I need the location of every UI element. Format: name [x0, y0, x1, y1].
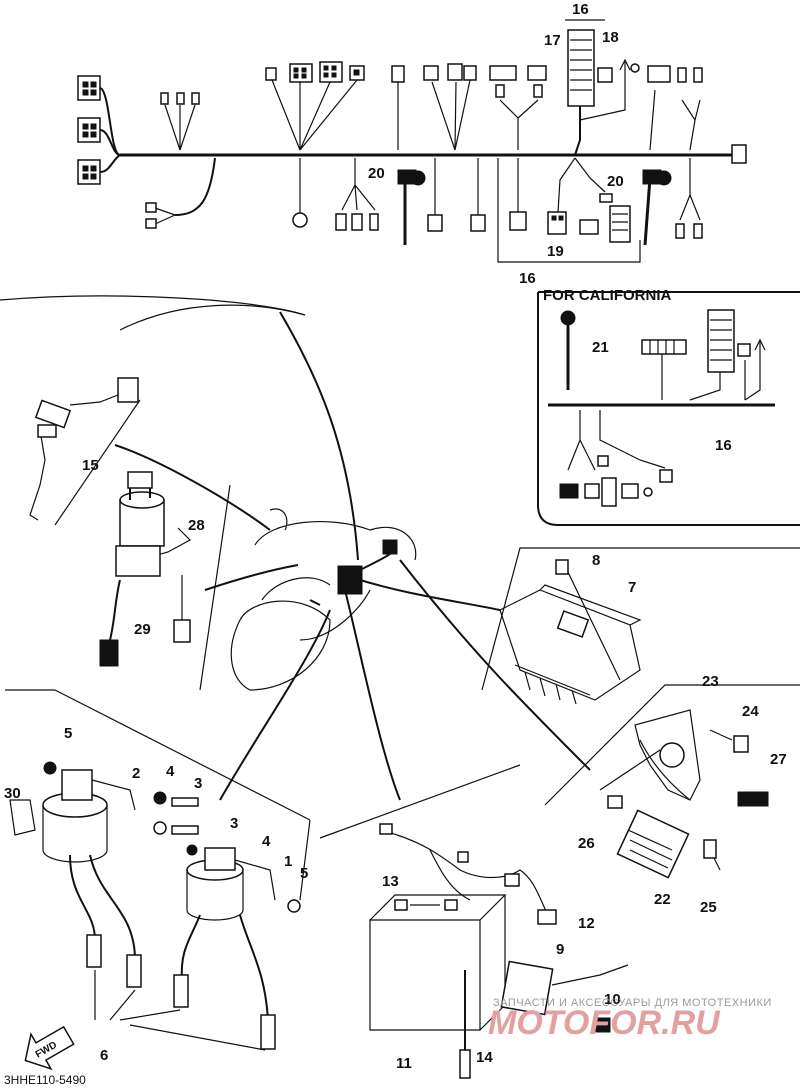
label-16-california: 16	[715, 437, 732, 454]
label-18: 18	[602, 29, 619, 46]
label-8: 8	[592, 552, 600, 569]
label-24: 24	[742, 703, 759, 720]
label-16-top: 16	[572, 1, 589, 18]
motorcycle-silhouette	[0, 295, 591, 801]
label-29: 29	[134, 621, 151, 638]
watermark-caption: ЗАПЧАСТИ И АКСЕССУАРЫ ДЛЯ МОТОТЕХНИКИ	[493, 997, 772, 1009]
diagram-code: 3HHE110-5490	[4, 1073, 86, 1087]
label-6: 6	[100, 1047, 108, 1064]
label-26: 26	[578, 835, 595, 852]
label-30: 30	[4, 785, 21, 802]
panel-left-upper	[29, 377, 231, 691]
label-10: 10	[604, 991, 621, 1008]
wire-harness	[77, 29, 747, 263]
label-16-bottom: 16	[519, 270, 536, 287]
label-15: 15	[82, 457, 99, 474]
label-28: 28	[188, 517, 205, 534]
panel-battery	[319, 764, 629, 1079]
california-inset	[537, 291, 800, 526]
label-3-bottom: 3	[230, 815, 238, 832]
watermark-logo: MOTOFOR.RU	[488, 1004, 721, 1042]
label-19: 19	[547, 243, 564, 260]
label-7: 7	[628, 579, 636, 596]
label-1: 1	[284, 853, 292, 870]
panel-ignition-coils	[5, 689, 311, 1051]
label-14: 14	[476, 1049, 493, 1066]
label-12: 12	[578, 915, 595, 932]
label-20-right: 20	[607, 173, 624, 190]
label-20-left: 20	[368, 165, 385, 182]
label-2: 2	[132, 765, 140, 782]
label-4-top: 4	[166, 763, 175, 780]
label-22: 22	[654, 891, 671, 908]
label-3-top: 3	[194, 775, 202, 792]
label-25: 25	[700, 899, 717, 916]
california-caption: FOR CALIFORNIA	[543, 287, 671, 304]
forward-arrow-icon	[24, 1025, 75, 1071]
panel-cdi	[481, 547, 800, 705]
label-9: 9	[556, 941, 564, 958]
label-5-bottom: 5	[300, 865, 308, 882]
label-27: 27	[770, 751, 787, 768]
label-17: 17	[544, 32, 561, 49]
panel-rectifier	[544, 684, 800, 879]
label-21: 21	[592, 339, 609, 356]
label-13: 13	[382, 873, 399, 890]
label-4-bottom: 4	[262, 833, 271, 850]
label-11: 11	[396, 1055, 412, 1072]
label-5-top: 5	[64, 725, 72, 742]
label-23: 23	[702, 673, 719, 690]
